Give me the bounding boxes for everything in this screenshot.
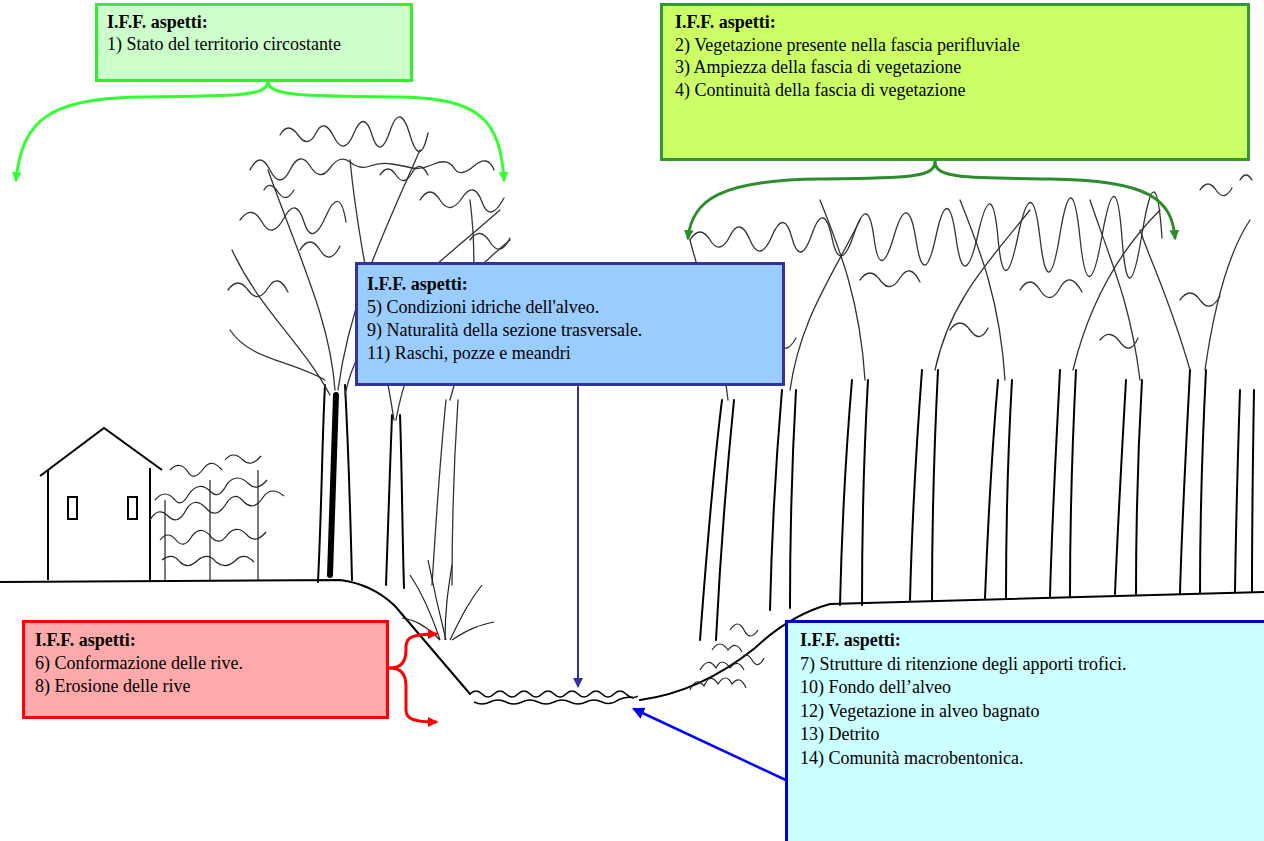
drawing-part <box>700 400 734 640</box>
aspect-item: 6) Conformazione delle rive. <box>35 652 378 675</box>
drawing-part <box>160 529 266 544</box>
brace-up <box>390 634 436 668</box>
drawing-part <box>280 117 428 152</box>
aspect-box: I.F.F. aspetti:7) Strutture di ritenzion… <box>785 620 1264 841</box>
drawing-part <box>730 624 764 665</box>
aspect-item: 12) Vegetazione in alveo bagnato <box>800 700 1256 724</box>
box-heading: I.F.F. aspetti: <box>675 11 1239 34</box>
house <box>40 428 162 580</box>
aspect-item: 13) Detrito <box>800 723 1256 747</box>
drawing-part <box>760 323 1138 348</box>
box-heading: I.F.F. aspetti: <box>107 11 402 33</box>
brace-left <box>16 82 268 180</box>
aspect-box: I.F.F. aspetti:6) Conformazione delle ri… <box>22 620 389 719</box>
aspect-item: 1) Stato del territorio circostante <box>107 33 402 55</box>
drawing-part <box>770 390 796 610</box>
aspect-box: I.F.F. aspetti:1) Stato del territorio c… <box>95 3 413 82</box>
drawing-part <box>128 497 137 519</box>
brace-down <box>390 668 436 722</box>
brace-right <box>935 162 1175 238</box>
drawing-part <box>402 560 494 640</box>
drawing-part <box>1090 200 1250 380</box>
drawing-part <box>474 697 634 704</box>
drawing-part <box>840 380 868 605</box>
drawing-part <box>985 380 1012 598</box>
drawing-part <box>432 400 458 585</box>
drawing-part <box>318 385 352 582</box>
drawing-part <box>240 201 346 233</box>
aspect-item: 7) Strutture di ritenzione degli apporti… <box>800 653 1256 677</box>
box-heading: I.F.F. aspetti: <box>800 629 1256 653</box>
box-heading: I.F.F. aspetti: <box>367 273 774 296</box>
aspect-item: 4) Continuità della fascia di vegetazion… <box>675 79 1239 102</box>
leader-arrow <box>634 709 790 782</box>
drawing-part <box>300 233 510 257</box>
aspect-item: 10) Fondo dell’alveo <box>800 676 1256 700</box>
drawing-part <box>1115 380 1142 594</box>
drawing-part <box>155 478 267 503</box>
aspect-item: 9) Naturalità della sezione trasversale. <box>367 319 774 342</box>
drawing-part <box>1050 370 1076 596</box>
brace-right <box>268 82 504 180</box>
drawing-part <box>68 497 77 519</box>
drawing-part <box>1180 370 1206 593</box>
drawing-part <box>165 470 258 580</box>
drawing-part <box>1235 390 1254 592</box>
riverbed-stones <box>470 691 638 704</box>
drawing-part <box>40 428 162 476</box>
vineyard <box>150 455 284 580</box>
drawing-part <box>250 159 494 180</box>
aspect-box: I.F.F. aspetti:5) Condizioni idriche del… <box>355 262 785 386</box>
aspect-item: 8) Erosione delle rive <box>35 675 378 698</box>
aspect-item: 14) Comunità macrobentonica. <box>800 747 1256 771</box>
aspect-item: 3) Ampiezza della fascia di vegetazione <box>675 56 1239 79</box>
leader-line <box>577 387 579 686</box>
right-trees <box>690 175 1254 640</box>
drawing-part <box>470 691 638 698</box>
drawing-part <box>1200 175 1252 196</box>
brace-left <box>688 162 935 238</box>
aspect-item: 5) Condizioni idriche dell'alveo. <box>367 296 774 319</box>
bank-bush <box>402 560 494 640</box>
drawing-part <box>264 166 428 197</box>
drawing-part <box>386 415 404 588</box>
drawing-part <box>162 556 254 565</box>
aspect-item: 11) Raschi, pozze e meandri <box>367 342 774 365</box>
drawing-part <box>910 370 938 600</box>
right-bushes <box>690 624 764 690</box>
drawing-part <box>170 455 261 476</box>
drawing-part <box>48 468 150 580</box>
aspect-item: 2) Vegetazione presente nella fascia per… <box>675 34 1239 57</box>
drawing-part <box>690 644 746 690</box>
box-heading: I.F.F. aspetti: <box>35 629 378 652</box>
drawing-part <box>935 200 1160 380</box>
aspect-box: I.F.F. aspetti:2) Vegetazione presente n… <box>660 3 1250 161</box>
drawing-part <box>330 395 336 575</box>
